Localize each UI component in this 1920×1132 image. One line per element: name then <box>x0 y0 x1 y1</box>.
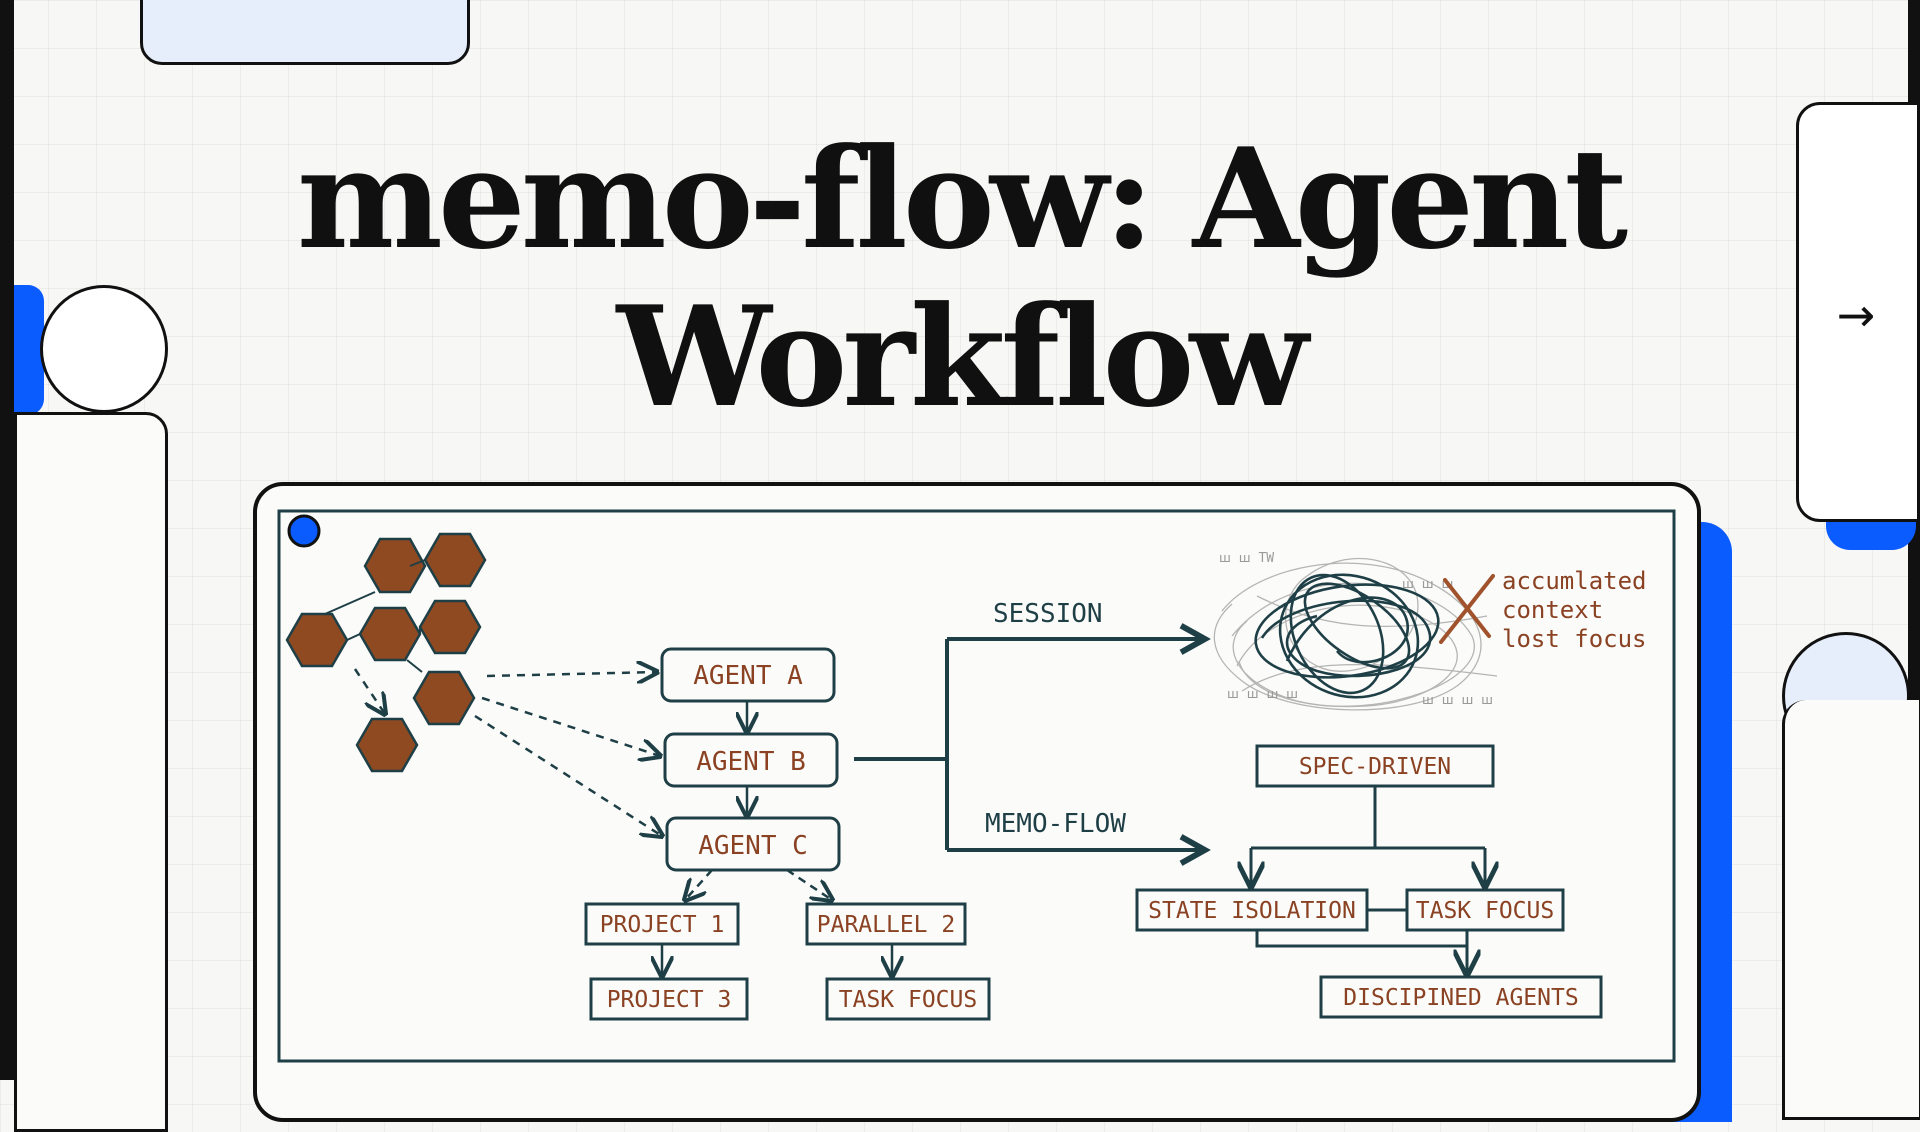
agent-c-branch-arrows <box>685 868 832 900</box>
agent-c-node: AGENT C <box>665 816 841 872</box>
failure-cross-icon <box>1439 574 1495 644</box>
left-blue-block <box>14 285 44 415</box>
arrow-right-icon: → <box>1836 288 1876 342</box>
workflow-diagram: AGENT A AGENT B AGENT C PROJECT 1 PROJEC… <box>277 509 1676 1063</box>
faint-label: ꟺ ꟺ TW <box>1219 551 1274 566</box>
hex-node <box>418 599 482 655</box>
note-line-1: accumlated <box>1502 567 1647 595</box>
note-line-2: context <box>1502 596 1603 624</box>
split-connector <box>854 639 949 850</box>
right-panel <box>1796 102 1920 522</box>
agent-c-label: AGENT C <box>698 831 808 861</box>
next-arrow-button[interactable]: → <box>1820 285 1892 345</box>
left-circle <box>40 285 168 413</box>
hex-node <box>423 532 487 588</box>
blue-dot <box>287 514 321 548</box>
hex-links <box>324 559 426 673</box>
spec-tree-connector <box>1251 786 1485 886</box>
project-3-node: PROJECT 3 <box>589 977 749 1021</box>
diagram-card: AGENT A AGENT B AGENT C PROJECT 1 PROJEC… <box>253 482 1701 1122</box>
left-panel <box>14 412 168 1132</box>
page-title: memo-flow: Agent Workflow <box>0 120 1920 436</box>
state-isolation-node: STATE ISOLATION <box>1135 888 1369 932</box>
state-isolation-label: STATE ISOLATION <box>1148 898 1356 924</box>
task-focus-left-node: TASK FOCUS <box>825 977 991 1021</box>
faint-label: ꟺ ꟺ ꟺ ꟺ <box>1227 687 1298 702</box>
hex-node <box>363 537 427 594</box>
parallel-2-label: PARALLEL 2 <box>817 912 955 938</box>
spec-driven-node: SPEC-DRIVEN <box>1255 744 1495 788</box>
result-connector <box>1255 930 1467 974</box>
task-focus-right-label: TASK FOCUS <box>1416 898 1554 924</box>
dispatch-arrows <box>353 669 662 836</box>
top-left-panel <box>140 0 470 65</box>
diagram-frame <box>277 509 1676 1063</box>
hex-node <box>412 670 476 726</box>
agent-a-node: AGENT A <box>660 647 836 703</box>
agent-b-node: AGENT B <box>663 732 839 788</box>
left-edge-bar <box>0 0 14 1080</box>
agent-a-label: AGENT A <box>693 661 803 691</box>
title-line-2: Workflow <box>616 275 1309 438</box>
spec-driven-label: SPEC-DRIVEN <box>1299 754 1451 780</box>
parallel-2-node: PARALLEL 2 <box>805 902 967 946</box>
task-focus-left-label: TASK FOCUS <box>839 987 977 1013</box>
hex-node <box>355 717 419 773</box>
project-1-node: PROJECT 1 <box>584 902 740 946</box>
tangled-context-scribble <box>1213 557 1498 711</box>
agent-hex-cluster <box>285 532 487 773</box>
right-lower-panel <box>1782 700 1920 1120</box>
session-label: SESSION <box>993 599 1103 629</box>
agent-b-label: AGENT B <box>696 747 806 777</box>
scribble-faint-labels: ꟺ ꟺ TW ꟺ ꟺ ꟺ ꟺ ꟺ ꟺ ꟺ ꟺ ꟺ ꟺ ꟺ <box>1219 551 1493 708</box>
session-outcome-note: accumlated context lost focus <box>1502 567 1647 653</box>
task-focus-right-node: TASK FOCUS <box>1405 888 1565 932</box>
project-1-label: PROJECT 1 <box>600 912 725 938</box>
memo-flow-label: MEMO-FLOW <box>985 809 1126 839</box>
project-3-label: PROJECT 3 <box>607 987 732 1013</box>
disciplined-agents-node: DISCIPINED AGENTS <box>1319 975 1603 1019</box>
faint-label: ꟺ ꟺ ꟺ ꟺ <box>1422 693 1493 708</box>
title-line-1: memo-flow: Agent <box>296 117 1628 280</box>
faint-label: ꟺ ꟺ ꟺ <box>1402 577 1453 592</box>
hex-node <box>358 606 422 662</box>
disciplined-agents-label: DISCIPINED AGENTS <box>1343 985 1578 1011</box>
hex-node <box>285 612 349 668</box>
note-line-3: lost focus <box>1502 625 1647 653</box>
